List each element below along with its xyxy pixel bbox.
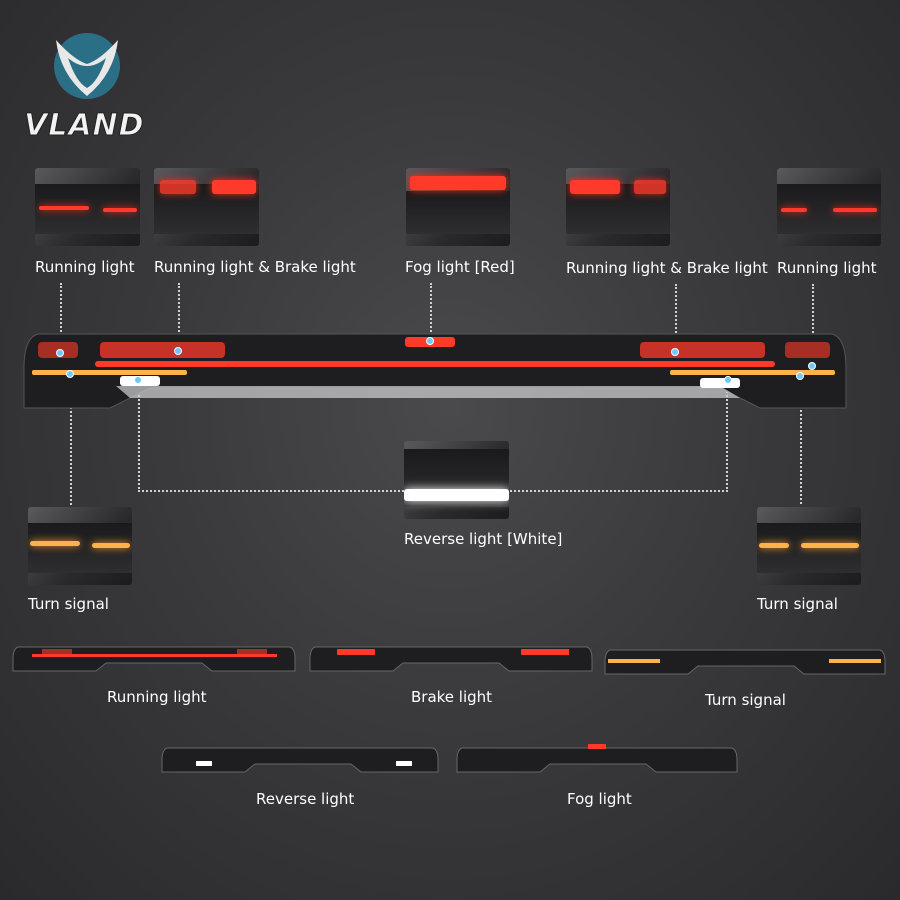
thumb-running-right: [777, 168, 881, 246]
marker-dot: [426, 337, 434, 345]
marker-dot: [174, 347, 182, 355]
marker-dot: [56, 349, 64, 357]
thumb-running-brake-left: [154, 168, 259, 246]
mode-label-running: Running light: [107, 688, 207, 706]
label-running-right: Running light: [777, 259, 877, 277]
label-reverse: Reverse light [White]: [404, 530, 563, 548]
marker-dot: [796, 372, 804, 380]
logo-emblem-icon: [54, 33, 120, 99]
mode-label-brake: Brake light: [411, 688, 493, 706]
mode-bar-running: [12, 646, 296, 672]
thumb-turn-left: [28, 507, 132, 585]
thumb-running-brake-right: [566, 168, 670, 246]
label-fog: Fog light [Red]: [405, 258, 515, 276]
mode-bar-reverse: [161, 747, 439, 773]
thumb-fog: [406, 168, 510, 246]
label-turn-left: Turn signal: [28, 595, 109, 613]
label-running-left: Running light: [35, 258, 135, 276]
marker-dot: [134, 376, 142, 384]
mode-label-fog: Fog light: [567, 790, 632, 808]
mode-bar-fog: [456, 744, 738, 773]
mode-label-reverse: Reverse light: [256, 790, 355, 808]
label-running-brake-left: Running light & Brake light: [154, 258, 356, 276]
thumb-reverse: [404, 441, 509, 519]
label-running-brake-right: Running light & Brake light: [566, 259, 768, 277]
thumb-running-left: [35, 168, 140, 246]
marker-dot: [724, 376, 732, 384]
marker-dot: [808, 362, 816, 370]
marker-dot: [66, 370, 74, 378]
label-turn-right: Turn signal: [757, 595, 838, 613]
brand-name: VLAND: [24, 108, 145, 144]
main-tail-light-bar: [23, 333, 847, 409]
mode-bar-turn: [604, 649, 886, 675]
mode-label-turn: Turn signal: [705, 691, 786, 709]
mode-bar-brake: [309, 646, 593, 672]
brand-logo: VLAND: [24, 30, 150, 144]
marker-dot: [671, 348, 679, 356]
thumb-turn-right: [757, 507, 861, 585]
